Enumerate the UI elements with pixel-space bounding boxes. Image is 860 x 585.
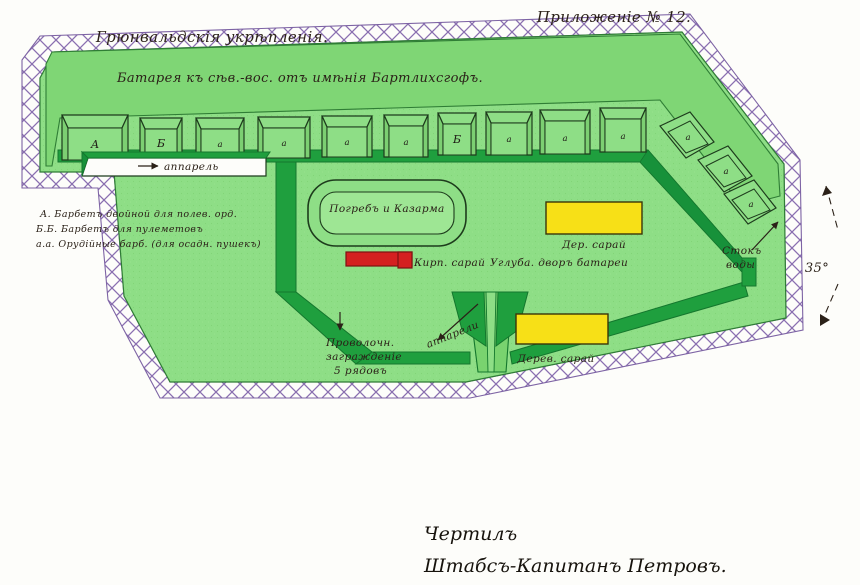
bay-label: а: [403, 138, 408, 148]
bay-label: а: [506, 135, 511, 145]
water-drain-annotation: Стокъ воды: [722, 221, 779, 271]
emplacement-bay: Б: [139, 117, 183, 158]
emplacement-bay: а: [321, 115, 373, 158]
ramp-top-label: аппарель: [164, 161, 219, 173]
bay-label: а: [685, 133, 690, 143]
wire-obstacle-line-2: загражденіе: [326, 351, 402, 363]
plate-number: Приложеніе № 12.: [536, 8, 691, 26]
slope-angle-annotation: 35°: [805, 185, 839, 327]
wire-obstacle-annotation: Проволочн. загражденіе 5 рядовъ: [325, 337, 402, 377]
emplacement-bay: а: [485, 111, 533, 156]
wooden-shed-upper: [545, 201, 643, 235]
bay-label: а: [620, 132, 625, 142]
bay-label: а: [562, 134, 567, 144]
emplacement-bay: а: [257, 116, 311, 159]
emplacement-row-main: А Б а а а: [61, 107, 647, 161]
ramp-top: [80, 150, 271, 177]
battery-yard-label: Углуба. дворъ батареи: [490, 257, 628, 269]
emplacement-bay: а: [659, 111, 715, 159]
signature-line-2: Штабсъ-Капитанъ Петровъ.: [423, 555, 727, 577]
brick-shed: [345, 251, 413, 269]
emplacement-bay: а: [539, 109, 591, 155]
slope-angle-label: 35°: [805, 261, 829, 276]
bay-label: а: [344, 138, 349, 148]
wire-obstacle-line-1: Проволочн.: [325, 337, 394, 349]
wire-obstacle-line-3: 5 рядовъ: [334, 365, 387, 377]
wooden-shed-lower: [515, 313, 609, 345]
legend-item-aa: а.а. Орудійные барб. (для осадн. пушекъ): [36, 239, 261, 250]
brick-shed-label: Кирп. сарай: [413, 257, 485, 269]
bay-label: Б: [452, 133, 461, 146]
legend: А. Барбетъ двойной для полев. орд. Б.Б. …: [35, 209, 261, 250]
plan-title: Грюнвальдскія укрѣпленія.: [95, 28, 328, 46]
emplacement-bay: а: [383, 114, 429, 158]
bay-label: а: [748, 200, 753, 210]
legend-item-a: А. Барбетъ двойной для полев. орд.: [39, 209, 237, 220]
battery-yard-walls: [274, 161, 757, 373]
plan-subtitle: Батарея къ сѣв.-вос. отъ имѣнія Бартлихс…: [116, 71, 483, 86]
bay-label: А: [90, 138, 99, 151]
legend-item-b: Б.Б. Барбетъ для пулеметовъ: [35, 224, 203, 235]
emplacement-bay: а: [723, 179, 777, 225]
emplacement-row-angled: а а а: [659, 111, 777, 225]
water-drain-line-1: Стокъ: [722, 245, 762, 257]
magazine-label: Погребъ и Казарма: [328, 203, 444, 215]
emplacement-bay: а: [599, 107, 647, 153]
signature-block: Чертилъ Штабсъ-Капитанъ Петровъ.: [423, 523, 727, 577]
water-drain-line-2: воды: [726, 259, 755, 271]
bay-label: а: [723, 167, 728, 177]
bay-label: Б: [156, 137, 165, 150]
magazine-barracks-building: Погребъ и Казарма: [307, 179, 467, 247]
bay-label: а: [281, 139, 286, 149]
wooden-shed-lower-label: Дерев. сарай: [516, 353, 594, 365]
emplacement-bay: а: [697, 145, 753, 193]
emplacement-bay: Б: [437, 112, 477, 156]
bay-label: а: [217, 140, 222, 150]
signature-line-1: Чертилъ: [424, 523, 517, 545]
wooden-shed-upper-label: Дер. сарай: [561, 239, 626, 251]
